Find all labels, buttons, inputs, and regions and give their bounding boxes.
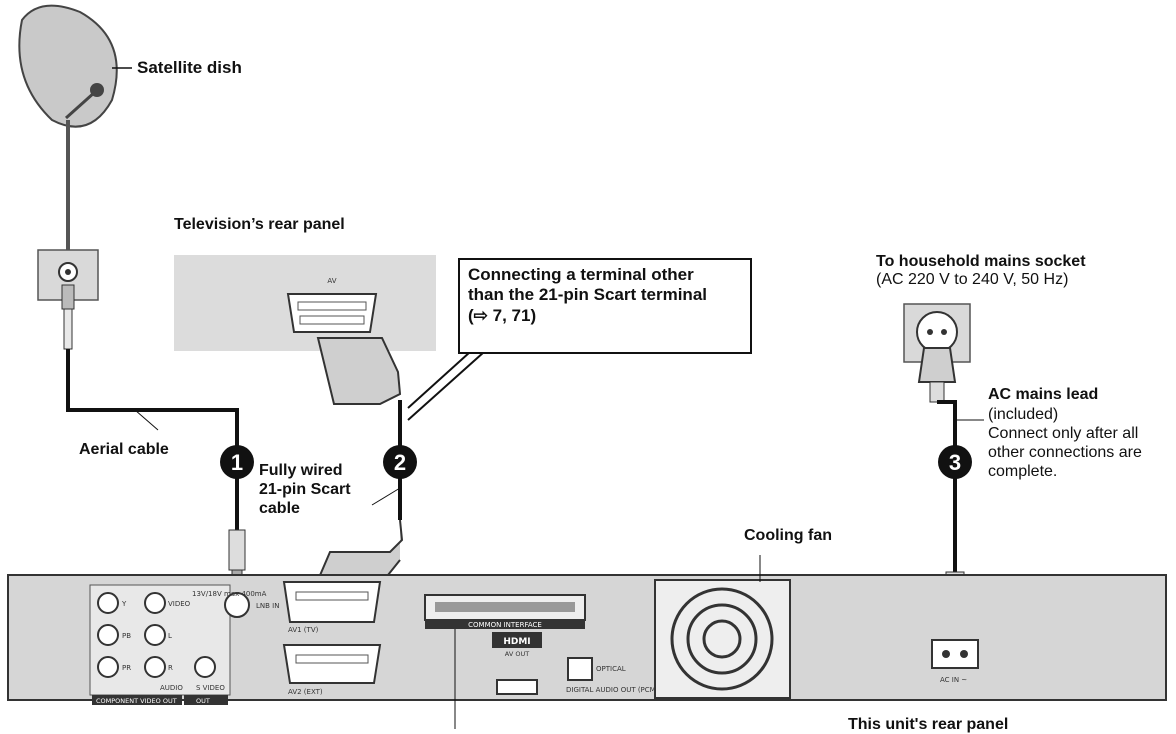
aerial-cable [66,349,239,530]
cooling-fan-label: Cooling fan [744,527,832,544]
step-badge-3: 3 [938,445,972,479]
svg-text:DIGITAL AUDIO OUT (PCM/BITSTRE: DIGITAL AUDIO OUT (PCM/BITSTREAM) [566,686,701,694]
recorder-rear-panel: Y PB PR VIDEO L R AUDIO S VIDEO COMPONEN… [7,555,1167,729]
svg-text:AV1 (TV): AV1 (TV) [288,626,319,634]
svg-text:13V/18V max 400mA: 13V/18V max 400mA [192,590,267,598]
step-badge-2: 2 [383,445,417,479]
callout-line-2: than the 21-pin Scart terminal [468,285,707,305]
tv-av-label: AV [327,277,336,285]
ac-lead-note-2: other connections are [988,444,1142,461]
mains-socket-icon [903,303,971,403]
mains-socket-title: To household mains socket [876,253,1086,270]
scart-alternative-callout: Connecting a terminal other than the 21-… [458,258,752,354]
satellite-dish-label: Satellite dish [137,58,242,77]
svg-text:AV2 (EXT): AV2 (EXT) [288,688,323,696]
svg-text:L: L [168,632,172,640]
svg-text:HDMI: HDMI [503,637,530,647]
tv-scart-socket-icon [286,293,378,333]
callout-line-3: (⇨ 7, 71) [468,305,537,325]
scart-plug-top-icon [316,337,402,405]
svg-text:AV OUT: AV OUT [505,650,529,658]
ac-lead-note-3: complete. [988,463,1058,480]
svg-text:AC IN ~: AC IN ~ [940,676,967,684]
ac-lead-title: AC mains lead [988,386,1099,403]
svg-text:COMPONENT VIDEO OUT: COMPONENT VIDEO OUT [96,697,177,705]
svg-text:2: 2 [394,450,406,475]
svg-text:Y: Y [121,600,127,608]
scart-cable-label-3: cable [259,500,300,517]
svg-text:3: 3 [949,450,961,475]
svg-text:1: 1 [231,450,243,475]
ac-mains-lead [937,400,957,572]
svg-text:AUDIO: AUDIO [160,684,183,692]
svg-text:PB: PB [122,632,131,640]
ac-lead-included: (included) [988,406,1059,423]
scart-cable-label-1: Fully wired [259,462,343,479]
rear-panel-caption: This unit's rear panel [848,716,1009,733]
ac-lead-note-1: Connect only after all [988,425,1139,442]
svg-text:LNB IN: LNB IN [256,602,279,610]
svg-text:OUT: OUT [196,697,210,705]
svg-text:PR: PR [122,664,131,672]
step-badge-1: 1 [220,445,254,479]
svg-text:VIDEO: VIDEO [168,600,191,608]
satellite-dish-icon [18,4,132,250]
mains-socket-spec: (AC 220 V to 240 V, 50 Hz) [876,271,1069,288]
tv-rear-panel-label: Television’s rear panel [174,216,345,233]
svg-text:R: R [168,664,173,672]
scart-plug-bottom-icon [316,519,404,581]
svg-text:S VIDEO: S VIDEO [196,684,225,692]
svg-text:OPTICAL: OPTICAL [596,665,626,673]
svg-text:COMMON INTERFACE: COMMON INTERFACE [468,621,542,629]
aerial-wall-socket-icon [37,249,99,350]
callout-line-1: Connecting a terminal other [468,265,694,284]
aerial-cable-label: Aerial cable [79,441,169,458]
scart-cable-label-2: 21-pin Scart [259,481,351,498]
